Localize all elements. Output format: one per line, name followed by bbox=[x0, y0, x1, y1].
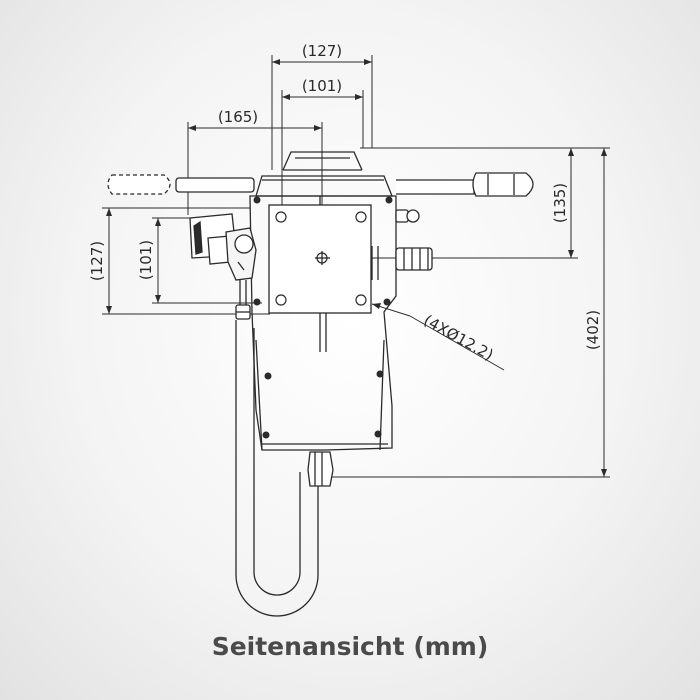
clamp-assembly bbox=[189, 213, 257, 320]
dim-left-101: (101) bbox=[137, 240, 155, 280]
dim-top-101: (101) bbox=[302, 77, 342, 95]
housing-bolts bbox=[253, 196, 393, 439]
caption: Seitenansicht (mm) bbox=[211, 632, 489, 661]
dim-top-127: (127) bbox=[302, 42, 342, 60]
dim-handle-165: (165) bbox=[218, 108, 258, 126]
machine-body bbox=[249, 151, 397, 451]
dim-right-402: (402) bbox=[584, 310, 602, 350]
right-fittings bbox=[371, 209, 433, 280]
handle-bar bbox=[107, 172, 534, 197]
dim-left-127: (127) bbox=[88, 241, 106, 281]
u-hose bbox=[235, 320, 334, 617]
dimension-lines bbox=[102, 55, 610, 478]
plate-holes bbox=[275, 211, 367, 306]
dim-right-135: (135) bbox=[551, 183, 569, 223]
dimension-arrows bbox=[106, 59, 607, 477]
dim-holes-label: (4XØ12.2) bbox=[421, 311, 497, 364]
